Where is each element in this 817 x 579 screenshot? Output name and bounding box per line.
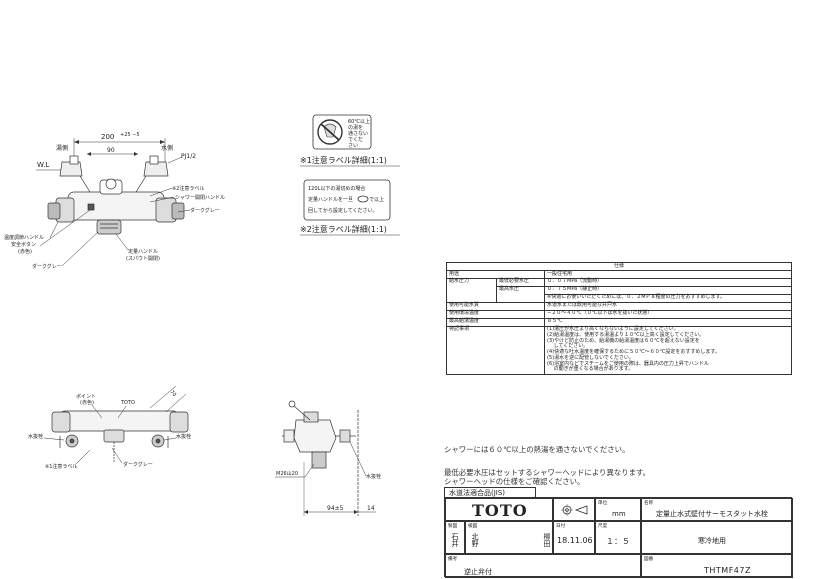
label2-line-3: で以上 — [369, 196, 384, 203]
faucet-side-view — [282, 400, 359, 516]
faucet-bottom-view — [51, 410, 189, 462]
unit-label: 単位 — [598, 501, 608, 506]
date-value: 18.11.06 — [557, 536, 593, 545]
dim-90: 90 — [107, 147, 115, 154]
special-note-5: (5)湯水を逆に配管しないでください。 — [547, 354, 634, 361]
svg-text:60℃以上: 60℃以上 — [348, 118, 370, 125]
wl-label: W.L — [37, 161, 49, 169]
table-row: 最高給湯温度 ８５℃ — [446, 317, 792, 327]
dark-gray-label-2: ダークグレー — [32, 263, 62, 270]
label2-line-1: 120L以下の湯切めの場合 — [308, 185, 365, 192]
note2-label-callout: ※2注意ラベル — [172, 185, 204, 192]
svg-text:さい: さい — [348, 142, 358, 149]
drawn-by: 石井 — [451, 533, 459, 547]
dim-14: 14 — [367, 505, 375, 512]
table-row: 使用環境温度 −２０〜４０℃（０℃以下は水を抜いた状態） — [446, 309, 792, 319]
special-note-6b: の動きが重くなる場合があります。 — [547, 366, 634, 373]
svg-text:通さない: 通さない — [348, 130, 368, 137]
checked-label: 検図 — [468, 524, 478, 529]
approved-by: 柳田 — [543, 533, 551, 547]
warning-label-1-text: 60℃以上 の湯を 通さない でくだ さい — [348, 118, 370, 149]
note1-label-callout: ※1注意ラベル — [45, 463, 77, 470]
drawn-label: 製図 — [448, 524, 458, 529]
dim-94: 94±5 — [327, 505, 344, 512]
toto-mark-label: TOTO — [120, 400, 135, 406]
special-note-4: (4)快適な吐水温度を確保するために５０℃〜６０℃設定をおすすめします。 — [547, 349, 720, 356]
pj-label: PJ1/2 — [181, 153, 196, 160]
special-note-3b: してください。 — [547, 343, 589, 350]
dark-gray-label-3: ダークグレー — [123, 461, 153, 468]
cold-water-label: 水側 — [161, 144, 173, 152]
scale-label: 尺度 — [598, 524, 608, 529]
drain-plug-right-label: 水抜栓 — [176, 433, 191, 440]
drain-plug-side-label: 水抜栓 — [366, 473, 381, 480]
label2-caption: ※2注意ラベル詳細(1:1) — [300, 224, 387, 234]
label2-line-2: 定量ハンドルを一旦 — [308, 196, 353, 203]
projection-symbol — [553, 498, 595, 521]
safety-button-label: 安全ボタン — [11, 241, 36, 248]
name-label: 名称 — [644, 501, 654, 506]
special-note-1: (1)湯圧が水圧より高くならないように設定してください。 — [547, 326, 679, 333]
title-block: TOTO 単位 mm 名称 定量止水式壁付サーモスタット水栓 製図 石井 検図 … — [444, 497, 793, 578]
special-note-3: (3)やけど防止のため、給湯機の給湯温度は６０℃を超えない設定を — [547, 337, 700, 344]
m26-label: M26山20 — [276, 470, 298, 477]
warning-label-2: 120L以下の湯切めの場合 定量ハンドルを一旦 で以上 回してから設定してくださ… — [303, 179, 391, 221]
label1-caption: ※1注意ラベル詳細(1:1) — [300, 155, 387, 165]
drawing-number: THTMF47Z — [704, 566, 751, 575]
spec-table: 仕様 用途 一般住宅用 給水圧力 最低必要水圧 ０．０７MPa（流動時） 最高水… — [446, 262, 792, 375]
point-color-label: (赤色) — [80, 399, 94, 406]
drain-plug-left-label: 水抜栓 — [28, 433, 43, 440]
product-name: 定量止水式壁付サーモスタット水栓 — [656, 510, 768, 518]
note-shower-temp: シャワーには６０℃以上の熱湯を通さないでください。 — [444, 445, 630, 454]
safety-button-color: (赤色) — [18, 248, 32, 255]
note-min-pressure: 最低必要水圧はセットするシャワーヘッドにより異なります。 — [444, 468, 651, 477]
drawing-no-label: 図番 — [644, 557, 654, 562]
faucet-front-view — [47, 155, 185, 235]
dim-200-tolerance: +25 −5 — [120, 132, 140, 138]
remark-value: 逆止弁付 — [464, 568, 492, 576]
svg-text:の湯を: の湯を — [348, 124, 363, 131]
point-label: ポイント — [76, 393, 96, 400]
note-check-spec: シャワーヘッドの仕様をご確認ください。 — [444, 477, 585, 486]
sub-name: 寒冷地用 — [698, 537, 726, 545]
table-row: 使用可能水質 水道水または飲用可能な井戸水 — [446, 301, 792, 311]
scale-value: １：５ — [606, 537, 630, 546]
special-note-6: (6)浴室内などでスチームをご使用の際は、器具内の圧力上昇でハンドル — [547, 360, 709, 367]
flow-handle-label: 定量ハンドル — [128, 248, 158, 255]
table-row: 最高水圧 ０．７５MPa（静止時） — [447, 285, 792, 303]
temp-handle-label: 温度調節ハンドル — [4, 234, 44, 241]
special-note-2: (2)給湯温度は、使用する湯温より１０℃以上高く設定してください。 — [547, 331, 705, 338]
checked-by: 北野 — [471, 533, 479, 547]
unit-value: mm — [612, 510, 626, 518]
hot-water-label: 湯側 — [56, 144, 68, 152]
table-row: 特記事項 (1)湯圧が水圧より高くならないように設定してください。 (2)給湯温… — [446, 325, 792, 375]
svg-text:でくだ: でくだ — [348, 137, 363, 143]
remark-label: 備考 — [448, 557, 458, 562]
dark-gray-label-1: ダークグレー — [190, 207, 220, 214]
dim-70: 70 — [169, 389, 178, 398]
spout-open-label: (スパウト開閉) — [126, 255, 160, 262]
date-label: 日付 — [556, 524, 566, 529]
toto-logo: TOTO — [472, 501, 528, 520]
warning-label-1 — [312, 114, 372, 150]
dim-200: 200 — [101, 133, 114, 141]
spec-header: 仕様 — [446, 262, 792, 271]
shower-handle-label: シャワー開閉ハンドル — [175, 195, 225, 201]
label2-line-4: 回してから設定してください。 — [308, 207, 378, 214]
